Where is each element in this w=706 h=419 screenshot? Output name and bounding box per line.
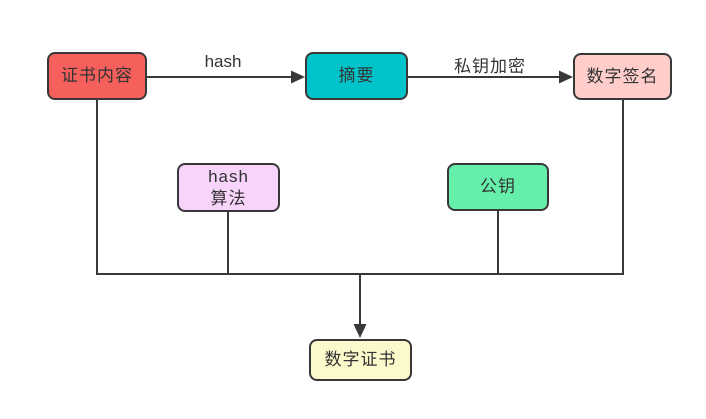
node-digital-signature: 数字签名 [573, 53, 672, 100]
edge-label-private-key-encrypt: 私钥加密 [454, 57, 526, 76]
node-digest: 摘要 [305, 52, 408, 100]
node-digital-signature-label: 数字签名 [586, 66, 659, 86]
node-hash-algorithm-label-line1: hash [208, 167, 249, 187]
node-hash-algorithm: hash 算法 [177, 163, 280, 212]
edge-label-hash: hash [204, 52, 242, 71]
node-public-key: 公钥 [447, 163, 549, 211]
edge-cert-to-digest [147, 70, 305, 84]
node-digital-certificate-label: 数字证书 [324, 350, 397, 370]
edge-bus-to-certificate [353, 274, 367, 338]
node-public-key-label: 公钥 [480, 177, 516, 197]
edge-digest-to-signature [408, 70, 573, 84]
arrowhead-right-icon [559, 70, 573, 84]
arrowhead-right-icon [291, 70, 305, 84]
node-hash-algorithm-label-line2: 算法 [210, 188, 247, 208]
node-certificate-content: 证书内容 [47, 52, 147, 100]
node-digest-label: 摘要 [338, 66, 375, 86]
node-certificate-content-label: 证书内容 [61, 66, 133, 86]
node-digital-certificate: 数字证书 [309, 339, 412, 381]
arrowhead-down-icon [353, 324, 367, 338]
